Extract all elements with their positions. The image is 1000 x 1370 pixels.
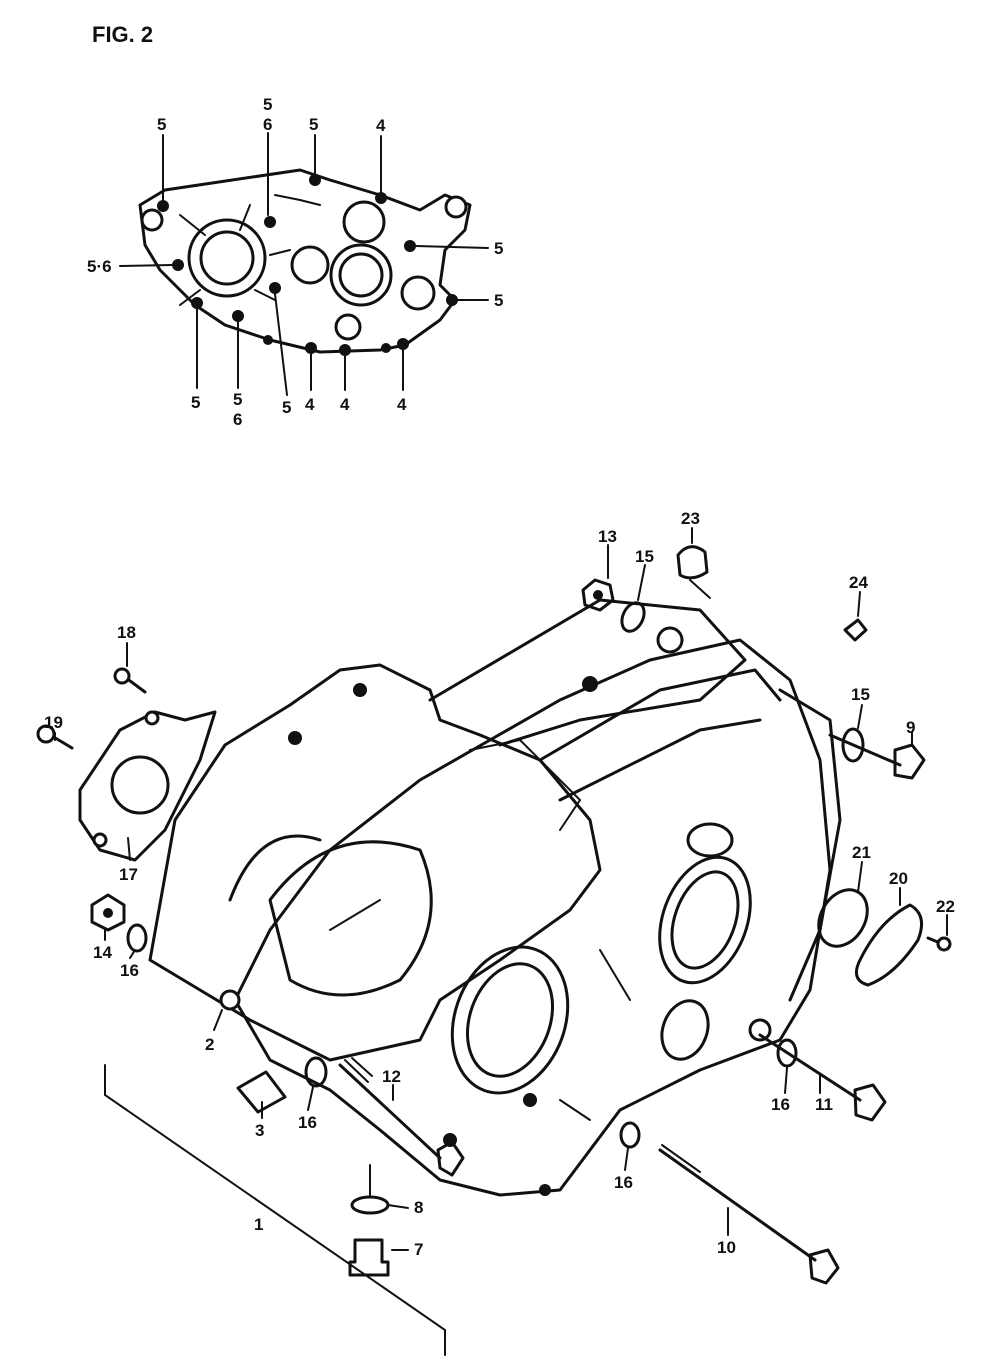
callout-5: 5 [494, 239, 503, 258]
bolt-11-shank [758, 1033, 862, 1102]
crank-bearing-bore [187, 218, 267, 298]
callout-22: 22 [936, 897, 955, 916]
callout-4: 4 [340, 395, 350, 414]
washer-16 [304, 1056, 328, 1088]
callout-5: 5 [191, 393, 200, 412]
callout-5: 5 [233, 390, 242, 409]
callout-5: 5 [263, 95, 272, 114]
callout-23: 23 [681, 509, 700, 528]
callout-17: 17 [119, 865, 138, 884]
callout-16: 16 [614, 1173, 633, 1192]
callout-5: 5 [282, 398, 291, 417]
callout-21: 21 [852, 843, 871, 862]
transmission-bore [658, 855, 752, 985]
callout-16: 16 [298, 1113, 317, 1132]
callout-16: 16 [771, 1095, 790, 1114]
shaft-seal-bore [660, 999, 710, 1061]
callout-4: 4 [376, 116, 386, 135]
callout-18: 18 [117, 623, 136, 642]
casting-ribs [329, 738, 631, 1121]
cover-20 [854, 903, 924, 987]
left-chamber-edge [228, 834, 322, 902]
callout-15: 15 [635, 547, 654, 566]
figure-title: FIG. 2 [92, 22, 153, 47]
crank-chamber [268, 840, 433, 997]
bolt-10-head [808, 1248, 840, 1285]
main-bearing-bore [450, 945, 570, 1095]
crank-bearing-inner [199, 230, 255, 286]
callout-12: 12 [382, 1067, 401, 1086]
callout-3: 3 [255, 1121, 264, 1140]
callout-14: 14 [93, 943, 112, 962]
callout-7: 7 [414, 1240, 423, 1259]
callout-10: 10 [717, 1238, 736, 1257]
mount-hole [656, 626, 684, 654]
output-shaft-bore [329, 243, 393, 307]
callout-15: 15 [851, 685, 870, 704]
boss-bore [686, 822, 734, 858]
stud-12 [338, 1063, 442, 1160]
right-cover-flange [778, 688, 842, 1002]
upper-rail [538, 668, 782, 762]
nut-13 [581, 578, 615, 612]
callout-20: 20 [889, 869, 908, 888]
middle-rail [558, 718, 762, 802]
crankcase-face-outline [138, 168, 472, 354]
bolt-10-thread [661, 1144, 701, 1173]
inset-leader-lines [119, 132, 489, 396]
left-crankcase-half [148, 663, 602, 1062]
stud-12-head [436, 1140, 465, 1177]
washer-15 [841, 727, 865, 763]
drain-plug-7 [348, 1238, 390, 1277]
screw-24 [843, 618, 868, 642]
callout-5-6: 5·6 [87, 257, 112, 276]
callout-8: 8 [414, 1198, 423, 1217]
callout-24: 24 [849, 573, 868, 592]
nut-14 [90, 893, 126, 932]
callout-11: 11 [815, 1095, 833, 1114]
cap-23-stem [689, 579, 711, 599]
crankcase-face-view: 5 5 6 5 4 5 5·6 5 5 5 6 5 4 4 4 [87, 95, 503, 429]
washer-16 [126, 923, 148, 953]
bolt-9-shank [828, 733, 902, 767]
callout-16: 16 [120, 961, 139, 980]
callout-9: 9 [906, 718, 915, 737]
washer-16 [776, 1038, 798, 1068]
callout-2: 2 [205, 1035, 214, 1054]
oil-seal-bore [334, 313, 362, 341]
callout-5: 5 [309, 115, 318, 134]
callout-6: 6 [233, 410, 242, 429]
washer-15 [620, 601, 646, 633]
mount-hole [444, 195, 468, 219]
callout-5: 5 [157, 115, 166, 134]
callout-4: 4 [397, 395, 407, 414]
callout-6: 6 [263, 115, 272, 134]
stud-12-thread [344, 1057, 373, 1083]
output-shaft-bore-inner [338, 252, 384, 298]
mount-hole [140, 208, 164, 232]
crankcase-assembly: 13 23 15 24 18 19 15 9 17 21 20 22 14 16… [36, 509, 955, 1356]
bolt-10-shank [658, 1148, 817, 1262]
callout-5: 5 [494, 291, 503, 310]
callout-1: 1 [254, 1215, 263, 1234]
callout-13: 13 [598, 527, 617, 546]
main-bearing-inner [465, 962, 555, 1078]
bolt-11-head [853, 1083, 887, 1122]
bolt-9-head [893, 743, 926, 780]
countershaft-bore [342, 200, 386, 244]
main-leader-lines [54, 527, 948, 1356]
callout-4: 4 [305, 395, 315, 414]
callout-19: 19 [44, 713, 63, 732]
cap-23 [676, 545, 709, 580]
dowel-3 [236, 1070, 287, 1114]
shift-shaft-bore [400, 275, 436, 311]
rear-mount-bracket [428, 598, 747, 747]
transmission-bore-inner [670, 870, 740, 970]
gasket-17-port [110, 755, 170, 815]
shaft-bore [290, 245, 330, 285]
casting-ribs [179, 194, 321, 306]
washer-16 [619, 1121, 641, 1149]
gasket-8 [350, 1195, 390, 1215]
